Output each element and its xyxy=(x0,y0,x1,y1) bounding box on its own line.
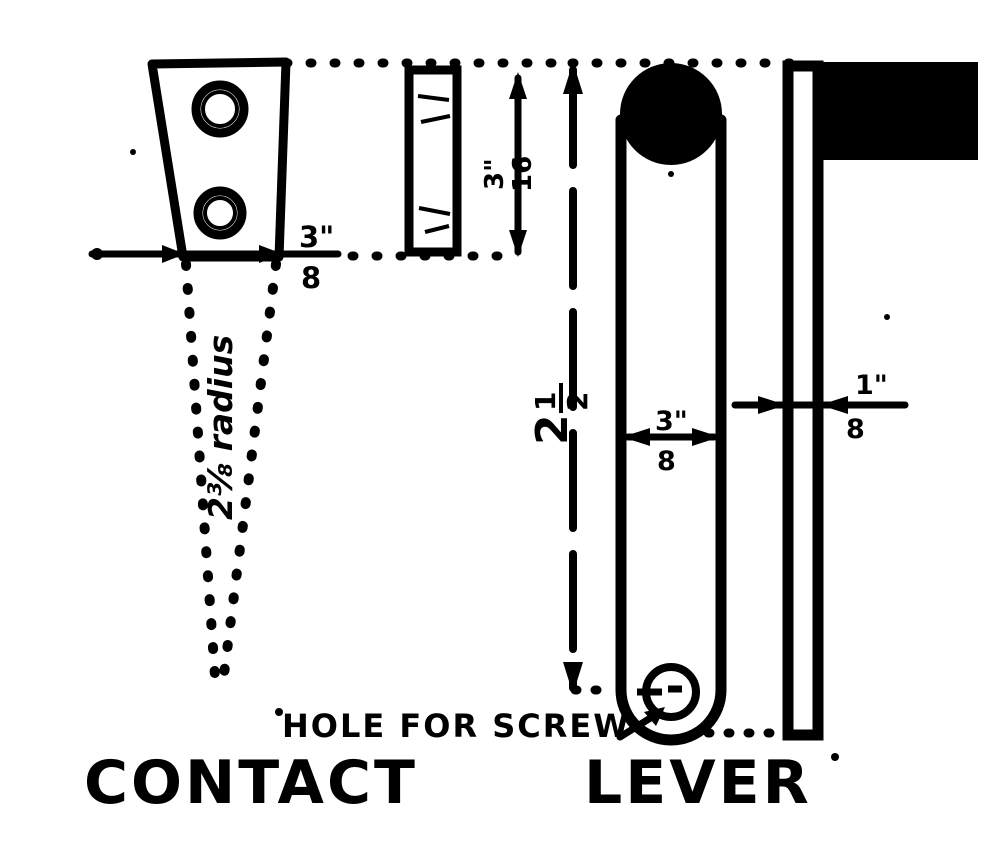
lever-thickness-arrow-right xyxy=(820,396,848,414)
lever-length-arrow-bottom xyxy=(563,662,583,694)
lever-figure-title: LEVER xyxy=(584,748,812,818)
lever-side-view xyxy=(782,60,978,741)
contact-dim-arrow-right xyxy=(259,245,283,263)
lever-arm-width-denominator: 8 xyxy=(657,446,676,477)
hole-for-screw-note: HOLE FOR SCREW xyxy=(282,707,665,745)
lever-length-whole: 2 xyxy=(527,414,578,445)
lever-bottom-projection-line xyxy=(570,685,793,738)
contact-width-label-group: 3" 16 xyxy=(480,156,538,192)
ink-speck-4 xyxy=(275,708,283,716)
lever-thickness-denominator: 8 xyxy=(846,414,865,445)
lever-length-label-group: 2 1 2 xyxy=(527,383,594,445)
radius-guide-right xyxy=(217,259,281,695)
ink-speck-2 xyxy=(884,314,890,320)
ink-speck-5 xyxy=(668,171,674,177)
contact-radius-label: 2⅜ radius xyxy=(201,335,240,520)
lever-length-numerator: 1 xyxy=(529,392,562,411)
hole-for-screw-leader-arrow xyxy=(644,707,665,726)
lever-thickness-numerator: 1" xyxy=(855,370,888,401)
lever-arm-width-dimension: 3" 8 xyxy=(622,406,720,477)
lever-length-arrow-top xyxy=(563,62,583,94)
lever-thickness-arrow-left xyxy=(758,396,786,414)
lever-length-dimension: 2 1 2 xyxy=(527,62,594,694)
contact-side-view xyxy=(404,65,462,257)
contact-figure-title: CONTACT xyxy=(84,748,418,818)
contact-lower-hole-outer-ring xyxy=(193,186,247,240)
contact-side-mark-1 xyxy=(417,94,450,102)
lever-thickness-dimension: 1" 8 xyxy=(731,370,909,445)
lever-arm-width-arrow-left xyxy=(622,428,650,446)
contact-dim-arrow-left xyxy=(162,245,185,263)
contact-side-mark-4 xyxy=(424,224,450,234)
contact-side-outline xyxy=(404,65,462,257)
contact-upper-hole-inner-ring xyxy=(201,90,239,128)
lever-side-strip-outline xyxy=(782,60,824,741)
contact-radius-guide-lines xyxy=(181,259,281,695)
ink-speck-3 xyxy=(831,753,839,761)
lever-front-view xyxy=(615,63,727,746)
contact-radius-annotation: 2⅜ radius xyxy=(201,335,240,520)
lever-side-solid-block xyxy=(818,62,978,160)
lever-top-boss xyxy=(620,63,722,165)
lever-arm-outline xyxy=(615,114,727,746)
contact-dim-line-end-dot xyxy=(91,248,103,260)
lever-arm-width-arrow-right xyxy=(692,428,720,446)
hole-for-screw-label: HOLE FOR SCREW xyxy=(282,707,631,745)
lever-arm-width-numerator: 3" xyxy=(655,406,688,437)
contact-thickness-numerator: 3" xyxy=(299,220,334,254)
contact-width-arrow-bottom xyxy=(509,230,527,257)
contact-side-mark-3 xyxy=(418,206,451,216)
lever-length-denominator: 2 xyxy=(561,392,594,411)
radius-guide-left xyxy=(181,259,221,695)
contact-thickness-dimension xyxy=(88,245,342,263)
contact-thickness-denominator: 8 xyxy=(301,261,321,295)
contact-width-arrow-top xyxy=(509,72,527,99)
contact-width-denominator: 16 xyxy=(508,156,538,192)
contact-width-numerator: 3" xyxy=(480,158,510,190)
contact-thickness-label: 3" 8 xyxy=(299,220,334,295)
ink-speck-1 xyxy=(130,149,136,155)
contact-side-mark-2 xyxy=(420,114,451,124)
contact-lower-hole-inner-ring xyxy=(203,196,237,230)
contact-width-dimension: 3" 16 xyxy=(480,72,538,257)
contact-upper-hole-outer-ring xyxy=(191,80,249,138)
